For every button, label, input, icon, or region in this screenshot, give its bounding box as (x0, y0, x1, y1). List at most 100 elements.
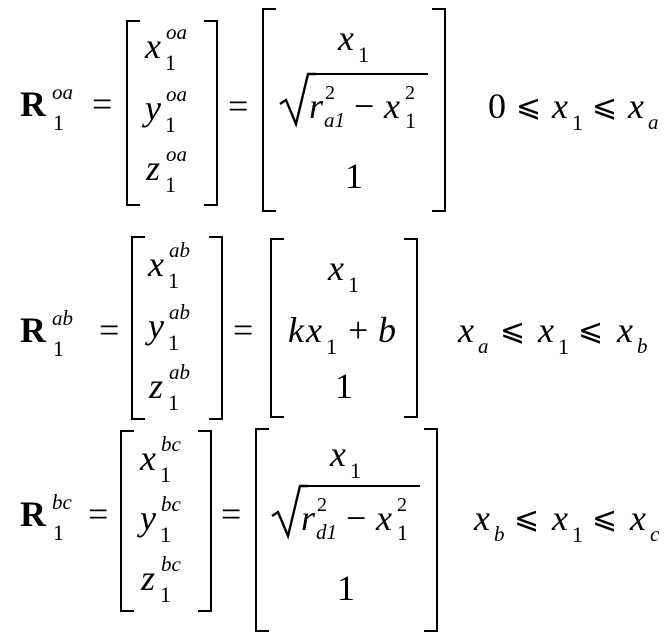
equals-sign: = (233, 310, 254, 350)
sqrt-x: x (384, 86, 400, 126)
vector-x-sup: oa (166, 20, 187, 44)
sqrt-sign (279, 72, 316, 128)
rhs-top-sub: 1 (350, 458, 361, 483)
sqrt-r-sup: 2 (325, 82, 335, 104)
cond-left: x (474, 498, 490, 538)
right-bracket (209, 236, 223, 420)
cond-leq-1: ⩽ (516, 90, 542, 123)
lhs-subscript: 1 (53, 336, 64, 361)
sqrt-r: r (301, 498, 316, 538)
vector-z-sup: ab (169, 360, 190, 384)
cond-right: x (630, 498, 646, 538)
left-bracket (255, 428, 269, 632)
sqrt-overline (306, 485, 420, 487)
plus-sign: + (348, 310, 369, 350)
left-bracket (131, 236, 145, 420)
rhs-top-x: x (330, 434, 346, 474)
sqrt-r-sub: d1 (316, 520, 337, 544)
equals-sign: = (228, 86, 249, 126)
lhs-superscript: bc (52, 490, 72, 514)
equals-sign: = (92, 84, 113, 124)
vector-y: y (140, 498, 156, 538)
minus-sign: − (346, 498, 367, 538)
cond-left: 0 (488, 86, 506, 126)
sqrt-r: r (309, 86, 324, 126)
minus-sign: − (354, 86, 375, 126)
vector-y-sup: ab (169, 300, 190, 324)
lhs-subscript: 1 (53, 520, 64, 545)
rhs-top-sub: 1 (348, 272, 359, 297)
sqrt-x-sub: 1 (397, 520, 408, 545)
rhs-top-sub: 1 (358, 42, 369, 67)
equals-sign: = (221, 494, 242, 534)
cond-var: x (552, 498, 568, 538)
right-bracket (198, 430, 212, 612)
cond-left-sub: b (494, 522, 505, 546)
linear-x-sub: 1 (326, 334, 337, 359)
vector-y-sub: 1 (160, 522, 171, 547)
left-bracket (126, 20, 140, 206)
sqrt-r-sup: 2 (317, 494, 327, 516)
sqrt-x-sup: 2 (397, 494, 407, 516)
left-bracket (120, 430, 134, 612)
cond-leq-1: ⩽ (514, 502, 540, 535)
cond-var-sub: 1 (572, 522, 583, 547)
cond-leq-2: ⩽ (592, 502, 618, 535)
vector-z: z (149, 366, 164, 406)
vector-y-sub: 1 (165, 112, 176, 137)
sqrt-sign (271, 484, 308, 540)
cond-leq-2: ⩽ (592, 90, 618, 123)
lhs-superscript: ab (52, 306, 73, 330)
linear-k: k (288, 310, 304, 350)
rhs-bottom-one: 1 (337, 568, 355, 608)
sqrt-x: x (376, 498, 392, 538)
cond-leq-2: ⩽ (578, 314, 604, 347)
vector-y-sup: bc (161, 492, 181, 516)
sqrt-x-sup: 2 (405, 82, 415, 104)
vector-z-sub: 1 (160, 582, 171, 607)
vector-z-sub: 1 (165, 172, 176, 197)
sqrt-x-sub: 1 (405, 108, 416, 133)
vector-y-sub: 1 (168, 330, 179, 355)
cond-right: x (617, 310, 633, 350)
vector-x: x (145, 26, 161, 66)
vector-z-sup: bc (161, 552, 181, 576)
rhs-bottom-one: 1 (335, 366, 353, 406)
equation-oa: R oa 1 = x oa 1 y oa 1 z oa 1 = x 1 r 2 … (0, 0, 672, 215)
vector-z: z (141, 558, 156, 598)
right-bracket (432, 8, 446, 212)
right-bracket (424, 428, 438, 632)
cond-leq-1: ⩽ (500, 314, 526, 347)
vector-y: y (145, 88, 161, 128)
cond-left: x (458, 310, 474, 350)
cond-var: x (552, 86, 568, 126)
vector-x-sub: 1 (168, 268, 179, 293)
lhs-subscript: 1 (53, 110, 64, 135)
cond-right-sub: b (637, 334, 648, 358)
cond-var: x (538, 310, 554, 350)
vector-x-sub: 1 (160, 462, 171, 487)
vector-x: x (148, 244, 164, 284)
vector-y: y (148, 306, 164, 346)
rhs-bottom-one: 1 (345, 156, 363, 196)
equation-bc: R bc 1 = x bc 1 y bc 1 z bc 1 = x 1 r 2 … (0, 420, 672, 635)
cond-var-sub: 1 (572, 110, 583, 135)
linear-x: x (306, 310, 322, 350)
cond-right: x (628, 86, 644, 126)
vector-z: z (146, 148, 161, 188)
equals-sign: = (99, 310, 120, 350)
right-bracket (404, 238, 418, 418)
vector-x: x (140, 438, 156, 478)
cond-left-sub: a (478, 334, 489, 358)
vector-x-sub: 1 (165, 50, 176, 75)
sqrt-r-sub: a1 (324, 108, 345, 132)
lhs-symbol: R (20, 310, 46, 350)
linear-b: b (378, 310, 396, 350)
cond-right-sub: a (648, 110, 659, 134)
equals-sign: = (88, 494, 109, 534)
rhs-top-x: x (338, 18, 354, 58)
lhs-superscript: oa (52, 80, 73, 104)
right-bracket (204, 20, 218, 206)
vector-x-sup: bc (161, 432, 181, 456)
sqrt-overline (314, 73, 428, 75)
